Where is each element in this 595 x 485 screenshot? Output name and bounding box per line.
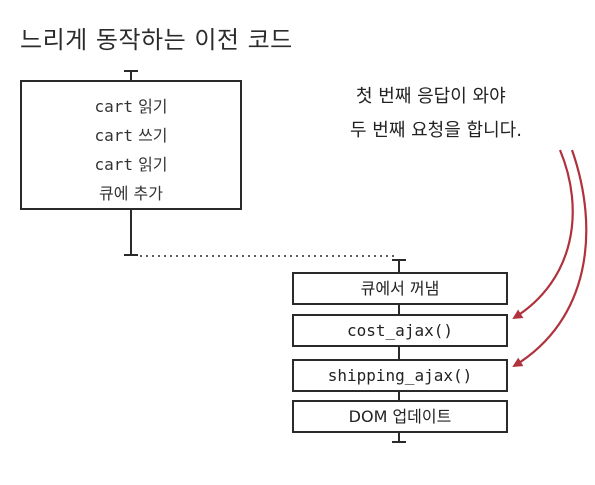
step-cart-read-1: cart 읽기 — [22, 92, 240, 121]
step-cart-read-2: cart 읽기 — [22, 150, 240, 179]
step-text: 큐에 추가 — [99, 184, 163, 203]
diagram-title: 느리게 동작하는 이전 코드 — [20, 26, 293, 54]
annotation-line-2: 두 번째 요청을 합니다. — [350, 120, 522, 141]
first-action-block: cart 읽기 cart 쓰기 cart 읽기 큐에 추가 — [20, 80, 242, 210]
step-text: 읽기 — [133, 155, 168, 174]
step-text: 읽기 — [133, 97, 168, 116]
step-code: cart — [94, 126, 133, 145]
step-dequeue: 큐에서 꺼냄 — [292, 272, 508, 305]
step-shipping-ajax: shipping_ajax() — [292, 359, 508, 392]
step-dom-update: DOM 업데이트 — [292, 400, 508, 433]
arrow-to-cost-ajax — [512, 149, 574, 320]
annotation-line-1: 첫 번째 응답이 와야 — [356, 86, 506, 107]
step-text: 쓰기 — [133, 126, 168, 145]
step-code: cart — [94, 155, 133, 174]
step-cart-write: cart 쓰기 — [22, 121, 240, 150]
step-add-to-queue: 큐에 추가 — [22, 179, 240, 208]
arrow-to-shipping-ajax — [512, 149, 588, 368]
step-cost-ajax: cost_ajax() — [292, 314, 508, 347]
step-code: cart — [94, 97, 133, 116]
annotation-note: 첫 번째 응답이 와야 두 번째 요청을 합니다. — [350, 80, 522, 148]
